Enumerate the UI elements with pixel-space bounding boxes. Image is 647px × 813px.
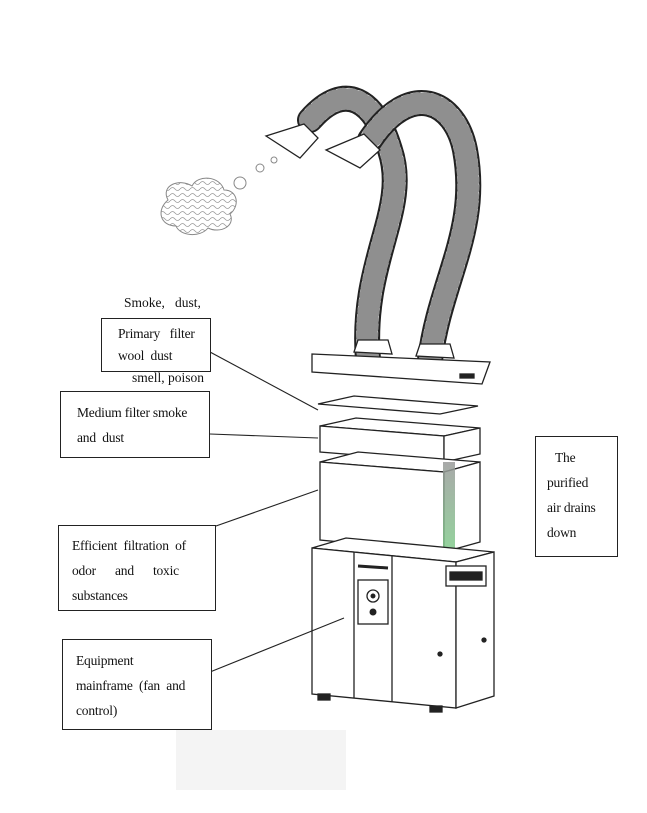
medium-filter-box [319, 417, 481, 463]
callout-efficient-filtration: Efficient filtration of odor and toxic s… [58, 525, 216, 611]
leader-primary [209, 351, 319, 411]
callout-mainframe: Equipment mainframe (fan and control) [62, 639, 212, 730]
smoke-cloud-icon [160, 156, 278, 235]
hood-right [324, 133, 381, 169]
purified-line-3: air drains [547, 500, 596, 515]
mainframe-line-3: control) [76, 703, 118, 718]
smoke-caption-line-1: Smoke, dust, [124, 295, 201, 310]
leader-mainframe [209, 617, 345, 673]
control-knob-icon [366, 589, 380, 616]
suction-hoods [264, 123, 381, 169]
medium-filter-line-2: and dust [77, 430, 124, 445]
hood-left [264, 123, 319, 159]
callout-primary-filter: Primary filter wool dust [101, 318, 211, 372]
mainframe-cabinet [311, 537, 495, 713]
mainframe-line-2: mainframe (fan and [76, 678, 186, 693]
efficient-filter-box [319, 451, 481, 553]
purified-air-flow [443, 462, 455, 558]
smoke-caption: Smoke, dust, smell, poison [124, 240, 204, 440]
efficient-line-3: substances [72, 588, 128, 603]
leader-medium [209, 433, 319, 439]
primary-filter-line-2: wool dust [118, 348, 173, 363]
smoke-caption-line-2: smell, poison [132, 370, 205, 385]
extraction-arms [297, 85, 482, 373]
primary-filter-plate [317, 395, 479, 415]
leader-efficient [215, 489, 319, 527]
callout-purified-air: The purified air drains down [535, 436, 618, 557]
floor-shadow [176, 730, 346, 790]
efficient-line-1: Efficient filtration of [72, 538, 186, 553]
purified-line-4: down [547, 525, 577, 540]
efficient-line-2: odor and toxic [72, 563, 179, 578]
leader-lines [209, 351, 345, 673]
mainframe-line-1: Equipment [76, 653, 134, 668]
purified-line-2: purified [547, 475, 589, 490]
purified-line-1: The [555, 450, 576, 465]
medium-filter-line-1: Medium filter smoke [77, 405, 188, 420]
top-plate [311, 339, 491, 385]
callout-medium-filter: Medium filter smoke and dust [60, 391, 210, 458]
primary-filter-line-1: Primary filter [118, 326, 195, 341]
